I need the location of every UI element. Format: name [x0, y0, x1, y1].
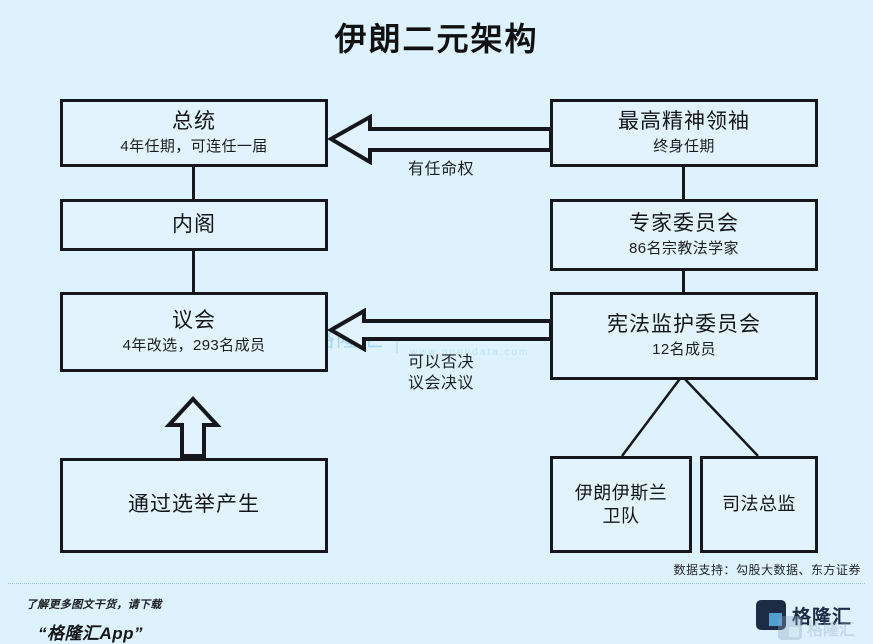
node-supreme-leader-subtitle: 终身任期	[653, 138, 715, 156]
footer-divider	[8, 583, 865, 584]
connector-cabinet-parliament	[192, 249, 195, 294]
footer-app-name: “格隆汇App”	[38, 624, 144, 643]
node-judiciary-chief: 司法总监	[700, 456, 818, 553]
node-guardian-subtitle: 12名成员	[652, 341, 716, 359]
node-judiciary-title: 司法总监	[722, 494, 796, 515]
connector-leader-experts	[682, 165, 685, 201]
arrow-up-election-to-parliament	[163, 396, 223, 458]
node-guardian-council: 宪法监护委员会 12名成员	[550, 292, 818, 380]
node-president-title: 总统	[172, 110, 216, 133]
connector-president-cabinet	[192, 165, 195, 201]
node-supreme-leader-title: 最高精神领袖	[618, 110, 750, 133]
footer-promo: 了解更多图文干货，请下载 “格隆汇App”	[26, 596, 326, 644]
footer-logo-name: 格隆汇	[792, 606, 853, 628]
node-election-title: 通过选举产生	[128, 493, 260, 517]
node-parliament: 议会 4年改选，293名成员	[60, 292, 328, 372]
node-assembly-of-experts: 专家委员会 86名宗教法学家	[550, 199, 818, 271]
node-president: 总统 4年任期，可连任一届	[60, 99, 328, 167]
footer-logo-watermark: 格隆汇	[778, 616, 855, 640]
node-parliament-title: 议会	[172, 309, 216, 332]
arrow-veto-label: 可以否决 议会决议	[328, 353, 554, 395]
node-election-source: 通过选举产生	[60, 458, 328, 553]
connector-experts-guardian	[682, 269, 685, 294]
footer-logo-icon	[756, 600, 786, 630]
node-experts-subtitle: 86名宗教法学家	[629, 240, 739, 258]
arrow-veto-label-line1: 可以否决	[407, 354, 474, 371]
node-cabinet-title: 内阁	[172, 212, 216, 236]
node-cabinet: 内阁	[60, 199, 328, 251]
footer-promo-line1: 了解更多图文干货，请下载	[26, 599, 162, 611]
node-guardian-title: 宪法监护委员会	[607, 313, 761, 336]
source-note: 数据支持：勾股大数据、东方证券	[673, 563, 861, 577]
arrow-veto-power	[326, 307, 554, 353]
connector-fork-guardian-children	[621, 376, 759, 457]
node-parliament-subtitle: 4年改选，293名成员	[122, 337, 266, 355]
node-experts-title: 专家委员会	[629, 212, 739, 235]
node-irgc: 伊朗伊斯兰 卫队	[550, 456, 692, 553]
page-title: 伊朗二元架构	[334, 21, 539, 57]
node-supreme-leader: 最高精神领袖 终身任期	[550, 99, 818, 167]
footer-logo-watermark-icon	[778, 616, 802, 640]
node-president-subtitle: 4年任期，可连任一届	[120, 138, 268, 156]
footer-logo-watermark-name: 格隆汇	[807, 622, 856, 639]
node-irgc-title: 伊朗伊斯兰 卫队	[574, 483, 668, 526]
footer-logo: 格隆汇	[756, 600, 852, 630]
arrow-appointment-power	[326, 113, 554, 166]
arrow-veto-label-line2: 议会决议	[407, 374, 474, 392]
arrow-appointment-label: 有任命权	[407, 161, 474, 178]
